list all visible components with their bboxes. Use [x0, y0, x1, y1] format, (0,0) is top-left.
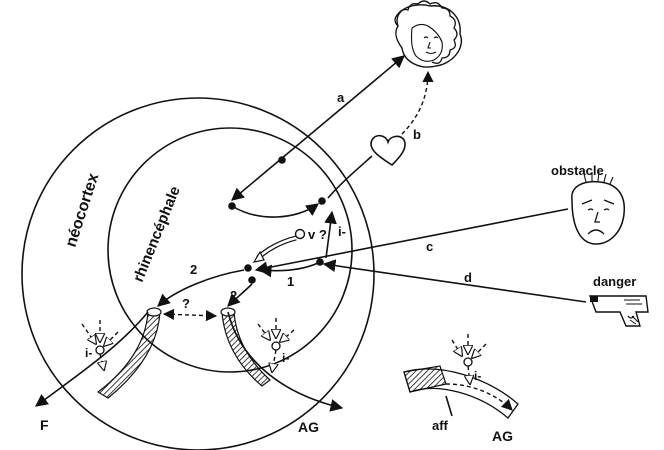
arrow-2-left [157, 269, 245, 307]
arrow-a [231, 55, 405, 201]
arrow-i-top [324, 210, 337, 259]
arrow-d [322, 259, 587, 303]
woman-face-icon [394, 0, 463, 68]
inhibitory-node-left [81, 320, 119, 370]
arrow-v-outer [256, 235, 297, 260]
obstacle-label: obstacle [551, 163, 604, 178]
arrow-1 [258, 261, 321, 278]
right-column [221, 311, 271, 387]
label-v: v ? [308, 227, 327, 242]
label-c: c [426, 239, 433, 254]
label-b: b [413, 127, 421, 142]
arrow-upper-curve [231, 203, 320, 218]
label-1: 1 [287, 274, 294, 289]
node-upper-right [318, 197, 326, 205]
gun-icon [588, 295, 649, 327]
label-2-low: 2 [230, 288, 237, 303]
heart-link [327, 155, 373, 199]
label-d: d [464, 270, 472, 285]
label-question: ? [182, 296, 190, 311]
inset-diagram [403, 334, 519, 419]
node-a [278, 156, 286, 164]
label-aff: aff [432, 418, 449, 433]
inhibitory-node-right [257, 318, 295, 372]
arrow-question [162, 308, 218, 322]
angry-face-icon [571, 171, 626, 245]
arrow-v-head [252, 250, 265, 263]
node-center-mid [248, 276, 256, 284]
neocortex-label: néocortex [63, 171, 103, 249]
label-a: a [337, 90, 345, 105]
heart-icon [370, 134, 406, 167]
rhinencephale-circle [107, 127, 353, 373]
arrow-2-low [227, 283, 253, 307]
left-column [96, 311, 161, 399]
label-AG-inset: AG [492, 428, 513, 444]
arrow-b [401, 70, 434, 135]
danger-label: danger [593, 274, 636, 289]
node-v [294, 228, 306, 240]
label-F: F [40, 417, 49, 433]
neocortex-circle [21, 97, 375, 450]
label-i-right: i- [282, 351, 289, 365]
label-i-inset: i- [474, 369, 481, 383]
arrow-AG-main [227, 311, 344, 412]
label-2-left: 2 [190, 262, 197, 277]
label-AG-main: AG [298, 419, 319, 435]
rhinencephale-label: rhinencéphale [130, 184, 184, 285]
arrow-c [254, 208, 569, 275]
node-center-top [244, 264, 252, 272]
label-i-mid: i- [85, 346, 92, 360]
arrow-F [34, 311, 149, 407]
label-i-top: i- [338, 224, 346, 239]
